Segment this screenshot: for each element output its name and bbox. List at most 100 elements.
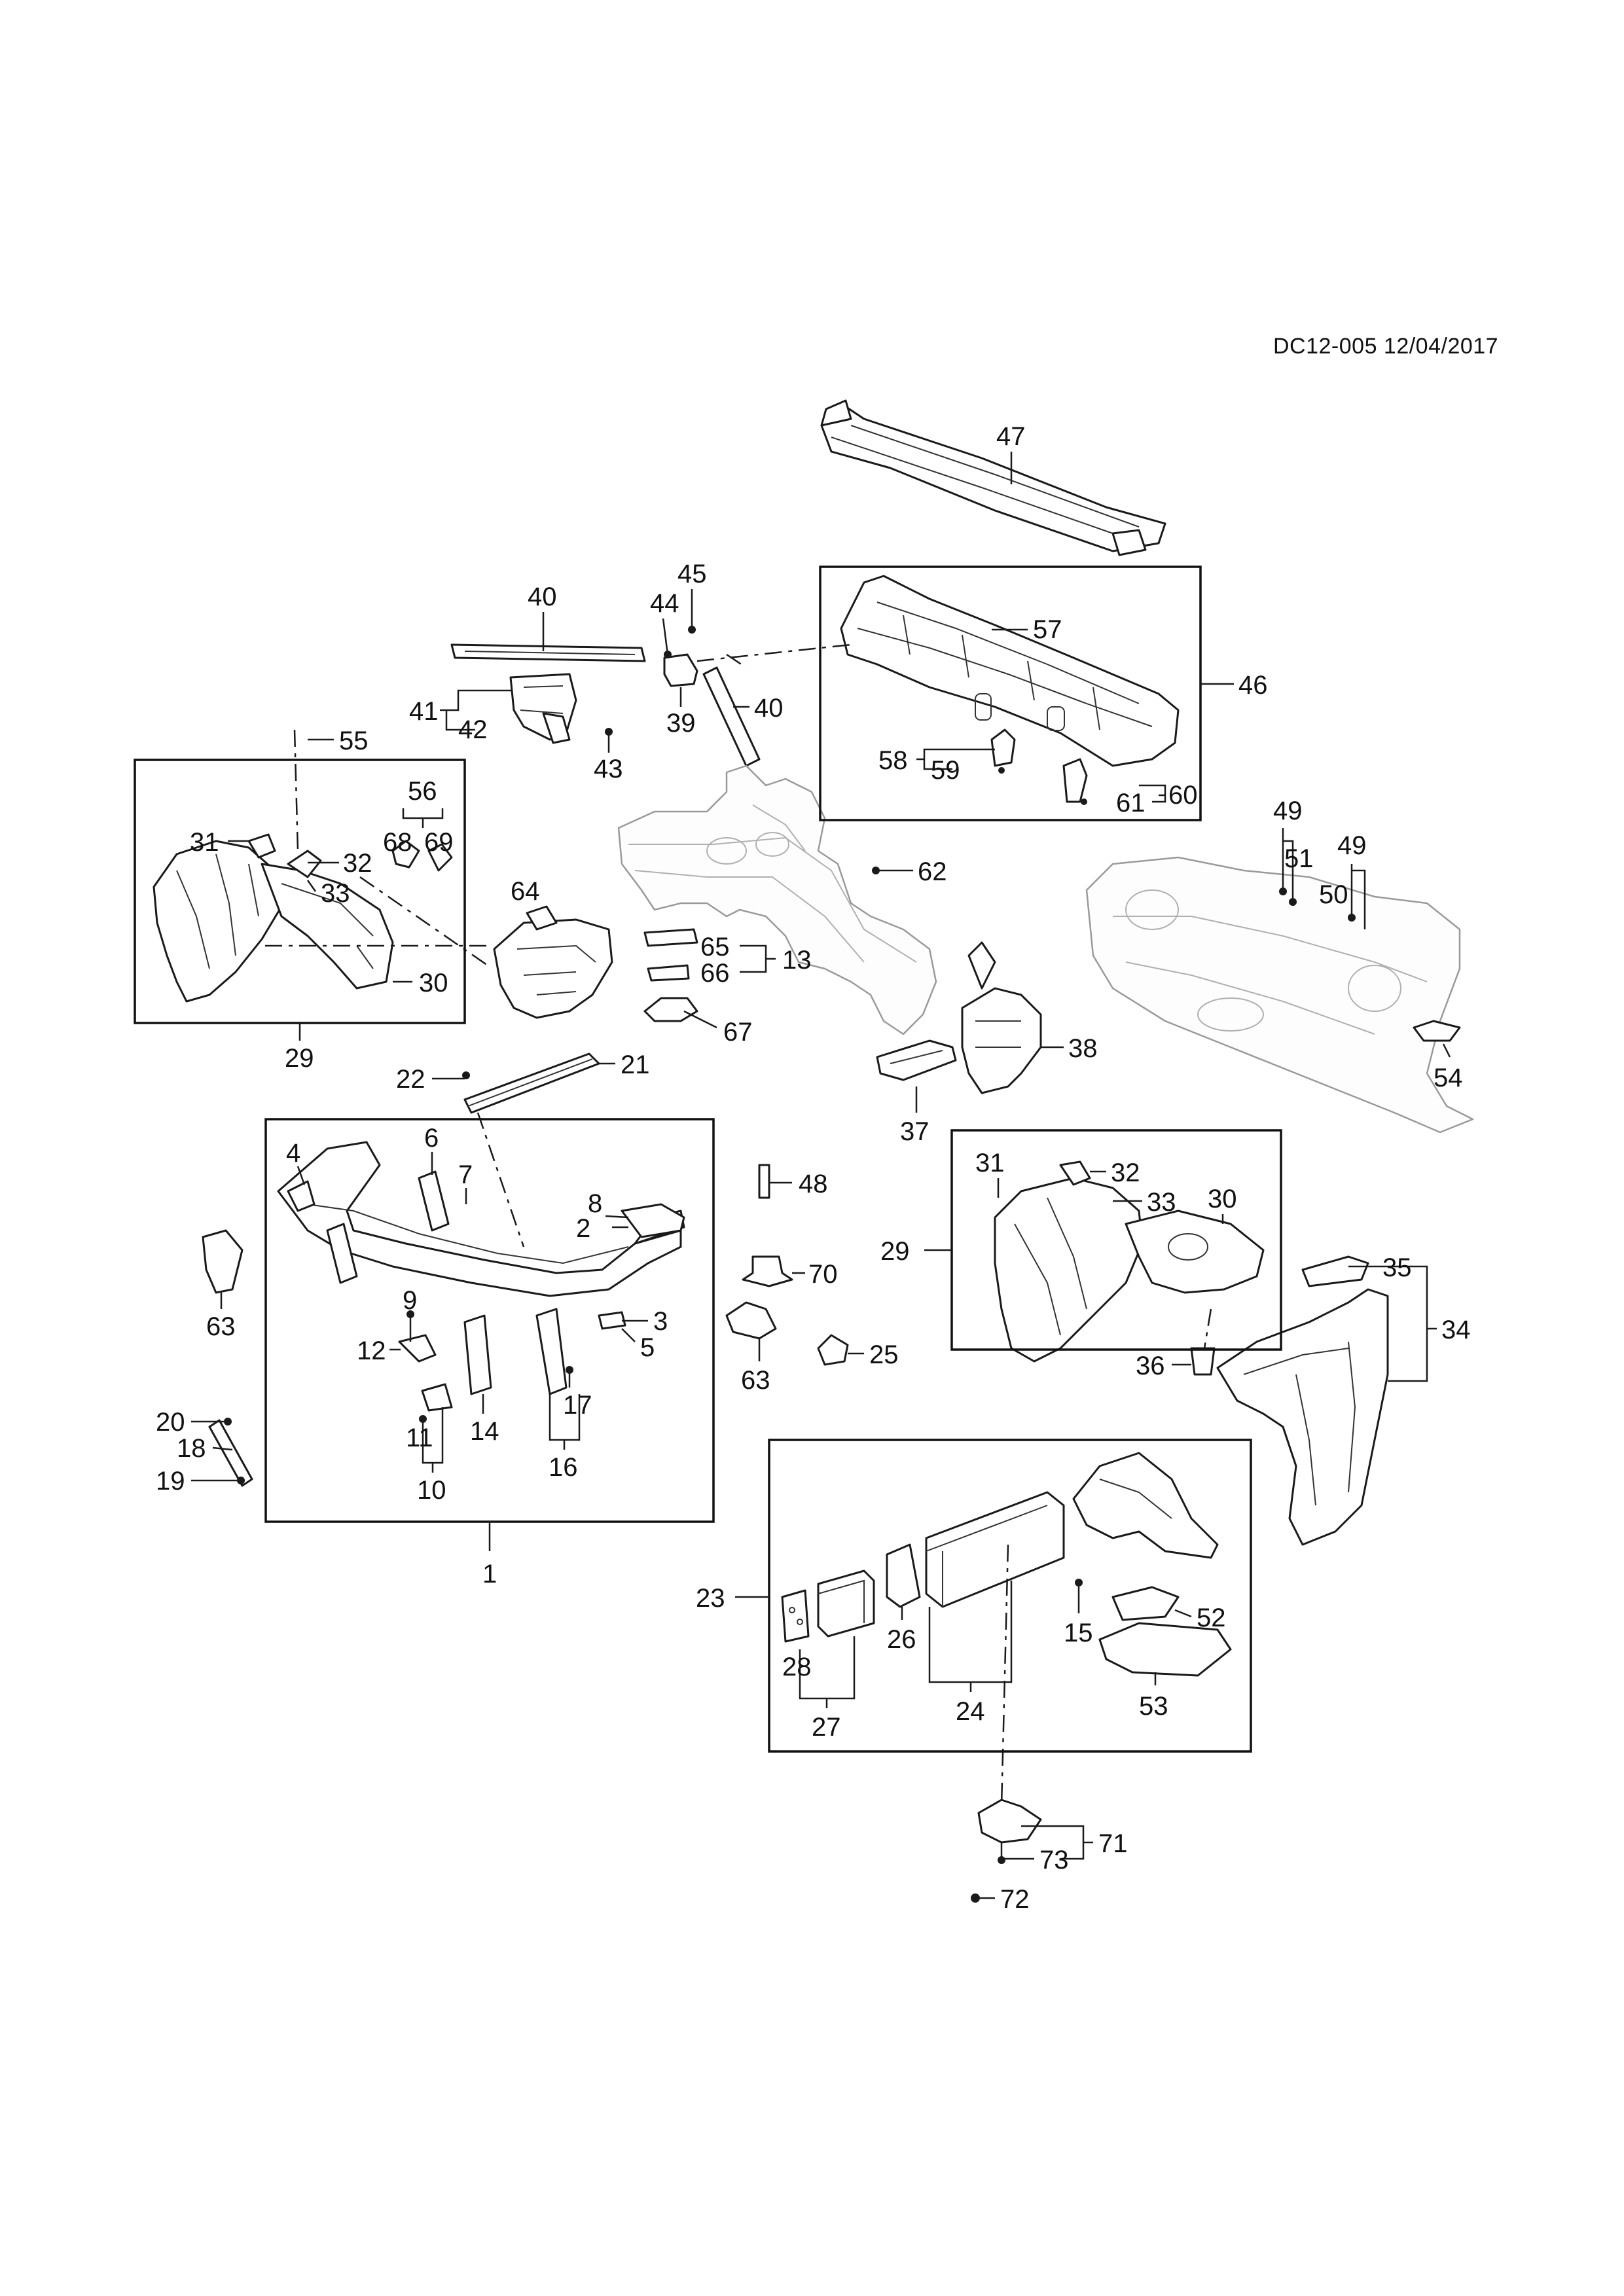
callout-24: 24	[956, 1697, 985, 1726]
callout-57: 57	[1033, 615, 1062, 644]
part-25-bracket	[817, 1334, 849, 1366]
callout-33-left: 33	[321, 879, 350, 908]
callout-29-right: 29	[880, 1237, 910, 1266]
callout-37: 37	[900, 1117, 929, 1146]
callout-13: 13	[782, 946, 812, 975]
callout-53: 53	[1139, 1692, 1168, 1721]
part-54-bracket	[1413, 1020, 1461, 1042]
callout-16: 16	[549, 1453, 578, 1482]
callout-25: 25	[869, 1340, 899, 1369]
callout-49-left: 49	[1273, 797, 1303, 825]
callout-labels: 47 40 45 44 57 46 41 42 39 40 43 55 56 6…	[156, 422, 1471, 1914]
part-52-bracket	[1111, 1586, 1180, 1621]
callout-2: 2	[576, 1214, 590, 1243]
callout-54: 54	[1434, 1064, 1463, 1092]
callout-18: 18	[177, 1434, 206, 1463]
alignment-lines	[265, 643, 1212, 1807]
part-37-rail-piece	[876, 1039, 957, 1081]
part-28-plate	[781, 1589, 810, 1643]
callout-44: 44	[650, 589, 679, 618]
callout-8: 8	[588, 1189, 602, 1218]
callout-39: 39	[666, 709, 696, 738]
callout-30-left: 30	[419, 969, 448, 997]
leader-lines	[191, 452, 1451, 1899]
callout-64: 64	[511, 877, 540, 906]
callout-15: 15	[1064, 1619, 1093, 1647]
part-40-angled-bar	[702, 666, 761, 767]
callout-42: 42	[458, 715, 488, 744]
part-38-rail-section	[961, 941, 1042, 1094]
callout-10: 10	[417, 1476, 446, 1505]
callout-45: 45	[677, 560, 707, 588]
callout-58: 58	[878, 746, 908, 775]
part-66-bracket	[647, 964, 690, 982]
callout-66: 66	[700, 959, 730, 988]
callout-73: 73	[1039, 1846, 1069, 1874]
part-27-box-section	[817, 1570, 875, 1638]
part-63-bracket-center	[725, 1301, 777, 1340]
callout-11: 11	[406, 1424, 433, 1452]
callout-32-right: 32	[1111, 1158, 1140, 1187]
part-64-block	[493, 905, 613, 1019]
callout-71: 71	[1098, 1829, 1128, 1858]
callout-63-left: 63	[206, 1312, 236, 1341]
fastener-dots	[224, 626, 1356, 1903]
part-71-bracket	[977, 1799, 1042, 1844]
part-21-tube	[463, 1052, 600, 1114]
callout-4: 4	[286, 1139, 300, 1168]
callout-62: 62	[918, 857, 947, 886]
callout-50: 50	[1319, 880, 1348, 909]
callout-14: 14	[470, 1417, 499, 1446]
callout-9: 9	[403, 1286, 417, 1315]
callout-68: 68	[383, 828, 412, 857]
callout-23: 23	[696, 1584, 725, 1613]
part-26-bracket	[886, 1543, 921, 1608]
callout-51: 51	[1284, 844, 1314, 873]
group-frame-23	[768, 1439, 1252, 1753]
part-41-bracket-assembly	[509, 673, 577, 744]
callout-20: 20	[156, 1408, 185, 1437]
part-34-side-structure	[1216, 1255, 1389, 1546]
part-67-bracket	[643, 997, 698, 1022]
part-18-rod	[208, 1419, 253, 1487]
part-63-bracket-left	[202, 1229, 244, 1294]
callout-56: 56	[408, 777, 437, 806]
callout-70: 70	[808, 1260, 838, 1289]
callout-30-right: 30	[1208, 1185, 1237, 1213]
callout-40a: 40	[528, 583, 557, 611]
callout-32-left: 32	[343, 849, 372, 878]
part-48-bolt	[758, 1164, 770, 1199]
part-29-wheelhouse-left	[153, 833, 453, 1003]
part-57-dash-upper	[840, 575, 1180, 803]
callout-3: 3	[653, 1307, 668, 1336]
part-29-wheelhouse-right	[994, 1160, 1265, 1363]
part-53-plate	[1098, 1622, 1232, 1677]
callout-38: 38	[1068, 1034, 1098, 1063]
part-70-grommet	[742, 1255, 793, 1287]
callout-69: 69	[424, 828, 454, 857]
callout-34: 34	[1441, 1316, 1471, 1344]
callout-21: 21	[621, 1050, 650, 1079]
callout-17: 17	[563, 1391, 592, 1420]
callout-46: 46	[1238, 671, 1268, 700]
part-39-bracket	[663, 653, 698, 687]
callout-65: 65	[700, 933, 730, 961]
callout-7: 7	[458, 1160, 473, 1189]
callout-61: 61	[1116, 789, 1146, 817]
callout-49-right: 49	[1337, 831, 1367, 860]
callout-35: 35	[1382, 1253, 1412, 1282]
ghost-front-rail-structure	[617, 764, 937, 1035]
callout-72: 72	[1000, 1885, 1030, 1914]
group-frame-29-right	[950, 1129, 1282, 1351]
callout-36: 36	[1136, 1352, 1165, 1380]
callout-52: 52	[1197, 1604, 1226, 1632]
callout-59: 59	[931, 756, 960, 785]
callout-31-left: 31	[190, 828, 219, 857]
document-code: DC12-005 12/04/2017	[1273, 334, 1499, 359]
callout-5: 5	[640, 1333, 655, 1362]
part-24-rail-extension	[925, 1491, 1065, 1608]
callout-41: 41	[409, 697, 439, 726]
part-40-horizontal-rail	[450, 643, 646, 662]
callout-12: 12	[357, 1336, 386, 1365]
